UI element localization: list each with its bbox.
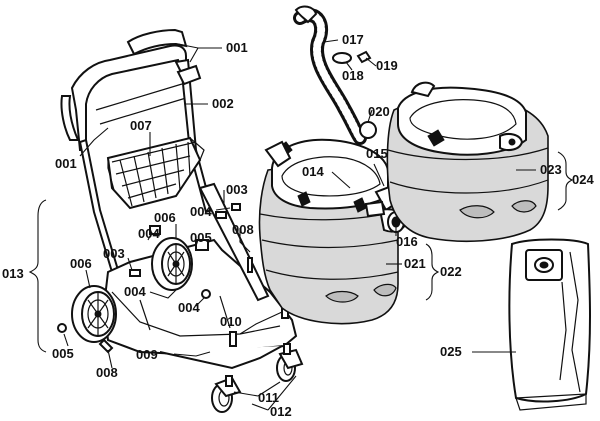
label-002: 002 xyxy=(212,96,234,111)
part-labels: 001 001 002 003 003 004 004 004 004 005 … xyxy=(2,32,594,419)
wheel-left-part xyxy=(71,285,117,343)
label-025: 025 xyxy=(440,344,462,359)
label-001-top: 001 xyxy=(226,40,248,55)
label-024: 024 xyxy=(572,172,594,187)
label-003-lower: 003 xyxy=(103,246,125,261)
rear-tank-part xyxy=(386,81,549,243)
hose-part xyxy=(293,5,377,145)
front-tank-part xyxy=(258,138,399,325)
label-015: 015 xyxy=(366,146,388,161)
label-010: 010 xyxy=(220,314,242,329)
filter-bag-part xyxy=(508,238,591,411)
label-004-d: 004 xyxy=(178,300,200,315)
label-020: 020 xyxy=(368,104,390,119)
leader-lines xyxy=(63,39,536,411)
caster-wheels-part xyxy=(211,343,304,413)
basket-part xyxy=(106,136,205,210)
label-004-a: 004 xyxy=(190,204,212,219)
label-005-lower: 005 xyxy=(52,346,74,361)
clip-part xyxy=(356,50,372,64)
label-003-upper: 003 xyxy=(226,182,248,197)
label-013: 013 xyxy=(2,266,24,281)
label-006-left: 006 xyxy=(70,256,92,271)
label-008-lower: 008 xyxy=(96,365,118,380)
label-004-b: 004 xyxy=(138,226,160,241)
label-006-right: 006 xyxy=(154,210,176,225)
hardware-bolts xyxy=(57,203,289,354)
wheel-right-part xyxy=(151,237,193,291)
label-019: 019 xyxy=(376,58,398,73)
label-005-upper: 005 xyxy=(190,230,212,245)
label-012: 012 xyxy=(270,404,292,419)
label-011: 011 xyxy=(258,390,279,405)
handle-frame-part xyxy=(60,28,214,274)
label-017: 017 xyxy=(342,32,364,47)
label-014: 014 xyxy=(302,164,324,179)
label-001-left: 001 xyxy=(55,156,77,171)
seal-ring-part xyxy=(332,52,352,64)
label-022: 022 xyxy=(440,264,462,279)
label-021: 021 xyxy=(404,256,426,271)
label-018: 018 xyxy=(342,68,364,83)
group-brackets xyxy=(28,151,574,353)
label-016: 016 xyxy=(396,234,418,249)
label-007: 007 xyxy=(130,118,152,133)
label-009: 009 xyxy=(136,347,158,362)
label-008-upper: 008 xyxy=(232,222,254,237)
label-004-c: 004 xyxy=(124,284,146,299)
label-023: 023 xyxy=(540,162,562,177)
